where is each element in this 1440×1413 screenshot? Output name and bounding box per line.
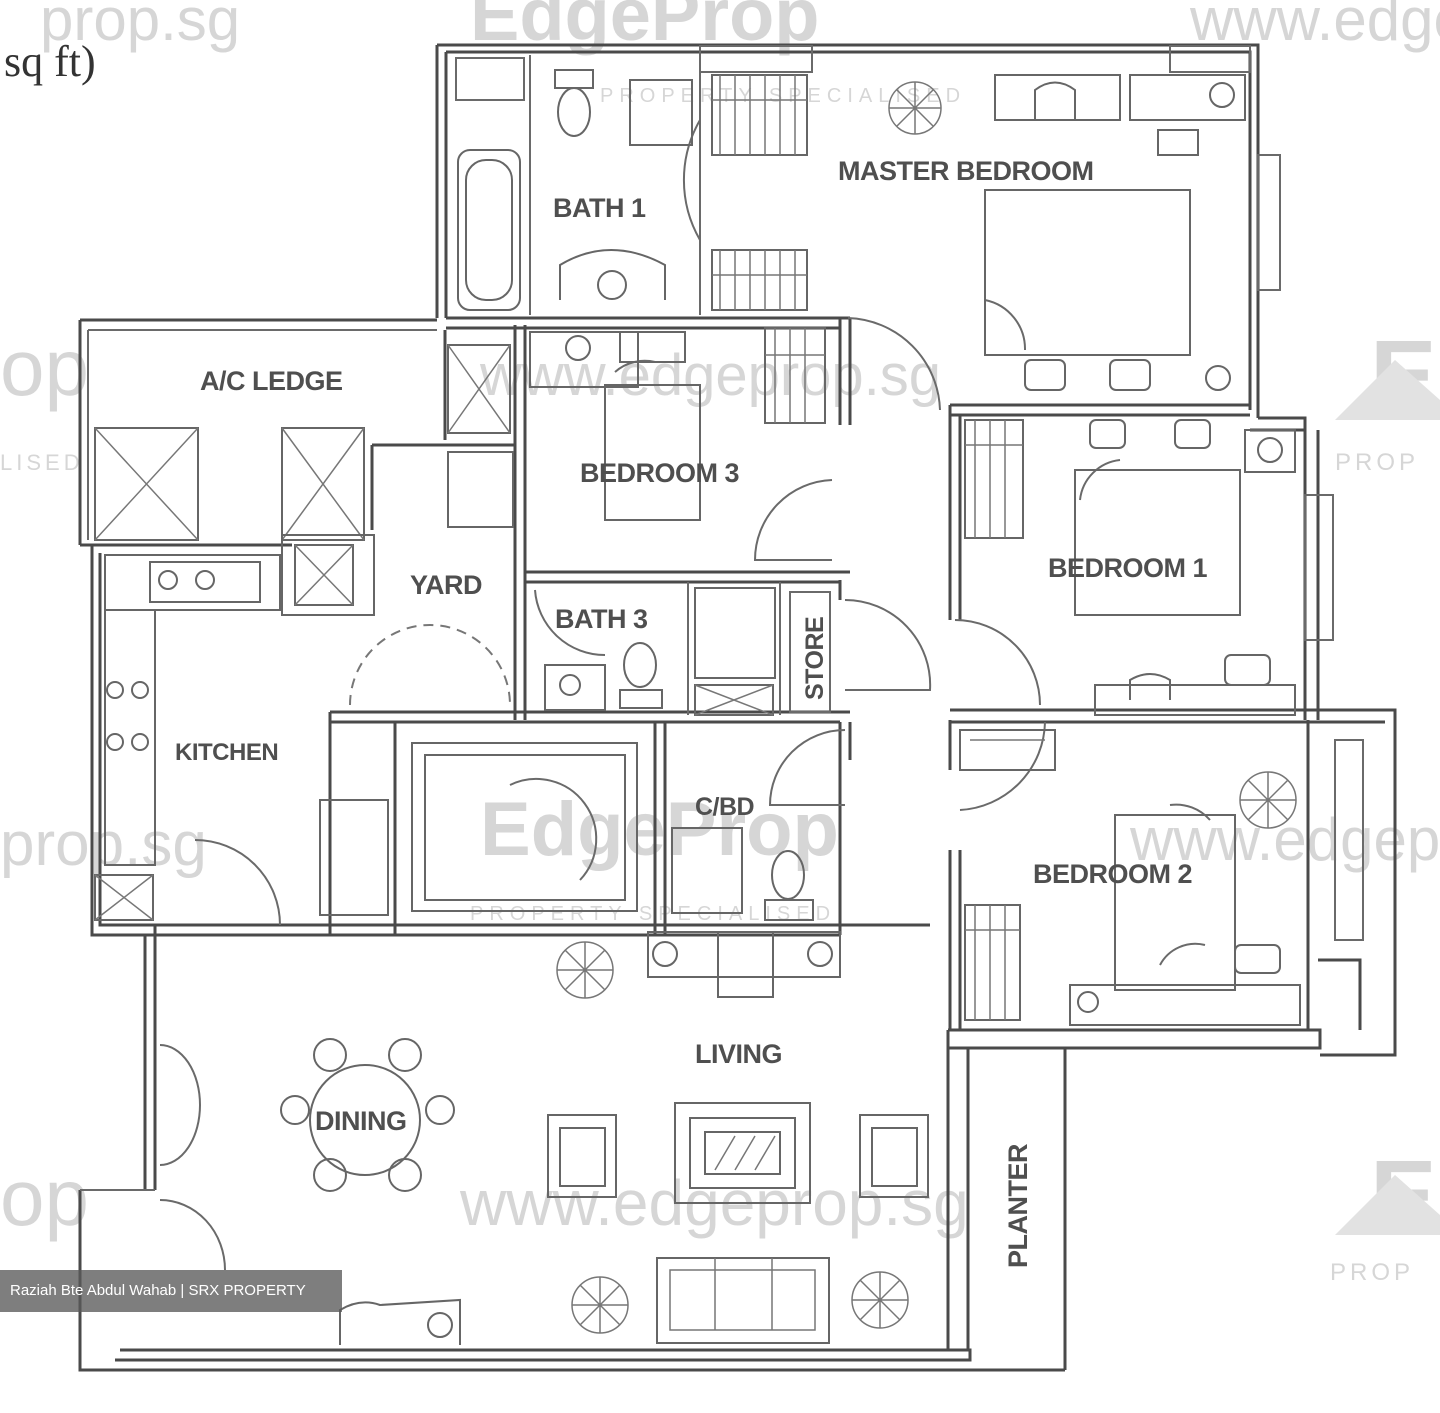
walls [78, 43, 1397, 1372]
watermark-brand-top: EdgeProp [470, 0, 819, 56]
watermark-layer: EdgeProp www.edgeprop.sg prop.sg www.edg… [0, 0, 1440, 1286]
watermark-fragment-lised: LISED [0, 450, 84, 475]
watermark-house-logo-2 [1335, 1175, 1440, 1235]
watermark-fragment-prop-2: PROP [1330, 1259, 1414, 1286]
watermark-fragment-op-2: op [0, 1153, 89, 1242]
label-kitchen: KITCHEN [175, 739, 278, 766]
label-bath-1: BATH 1 [553, 193, 646, 223]
label-bedroom-2: BEDROOM 2 [1033, 859, 1192, 889]
label-bedroom-1: BEDROOM 1 [1048, 553, 1208, 583]
label-ac-ledge: A/C LEDGE [200, 366, 343, 396]
label-living: LIVING [695, 1039, 782, 1069]
watermark-short-left: prop.sg [0, 810, 207, 879]
watermark-house-logo-1 [1335, 360, 1440, 420]
agent-credit-banner: Raziah Bte Abdul Wahab | SRX PROPERTY [0, 1270, 342, 1312]
label-yard: YARD [410, 570, 482, 600]
label-bath-3: BATH 3 [555, 604, 648, 634]
label-store: STORE [801, 617, 829, 700]
watermark-site-mid: www.edgeprop.sg [479, 343, 941, 408]
room-labels: MASTER BEDROOM BATH 1 A/C LEDGE BEDROOM … [175, 156, 1208, 1268]
label-dining: DINING [315, 1106, 407, 1136]
watermark-fragment-prop-1: PROP [1335, 449, 1419, 476]
watermark-fragment-op-1: op [0, 323, 89, 412]
label-bedroom-3: BEDROOM 3 [580, 458, 740, 488]
area-unit-header: sq ft) [4, 37, 96, 86]
label-wc: C/BD [695, 793, 754, 821]
doors [159, 119, 1211, 1271]
label-master-bedroom: MASTER BEDROOM [838, 156, 1094, 186]
watermark-tagline-mid: PROPERTY SPECIALISED [470, 903, 836, 925]
furniture [94, 69, 1301, 1345]
watermark-short-top-left: prop.sg [40, 0, 240, 53]
watermark-brand-mid: EdgeProp [480, 787, 839, 872]
label-planter: PLANTER [1003, 1144, 1033, 1268]
